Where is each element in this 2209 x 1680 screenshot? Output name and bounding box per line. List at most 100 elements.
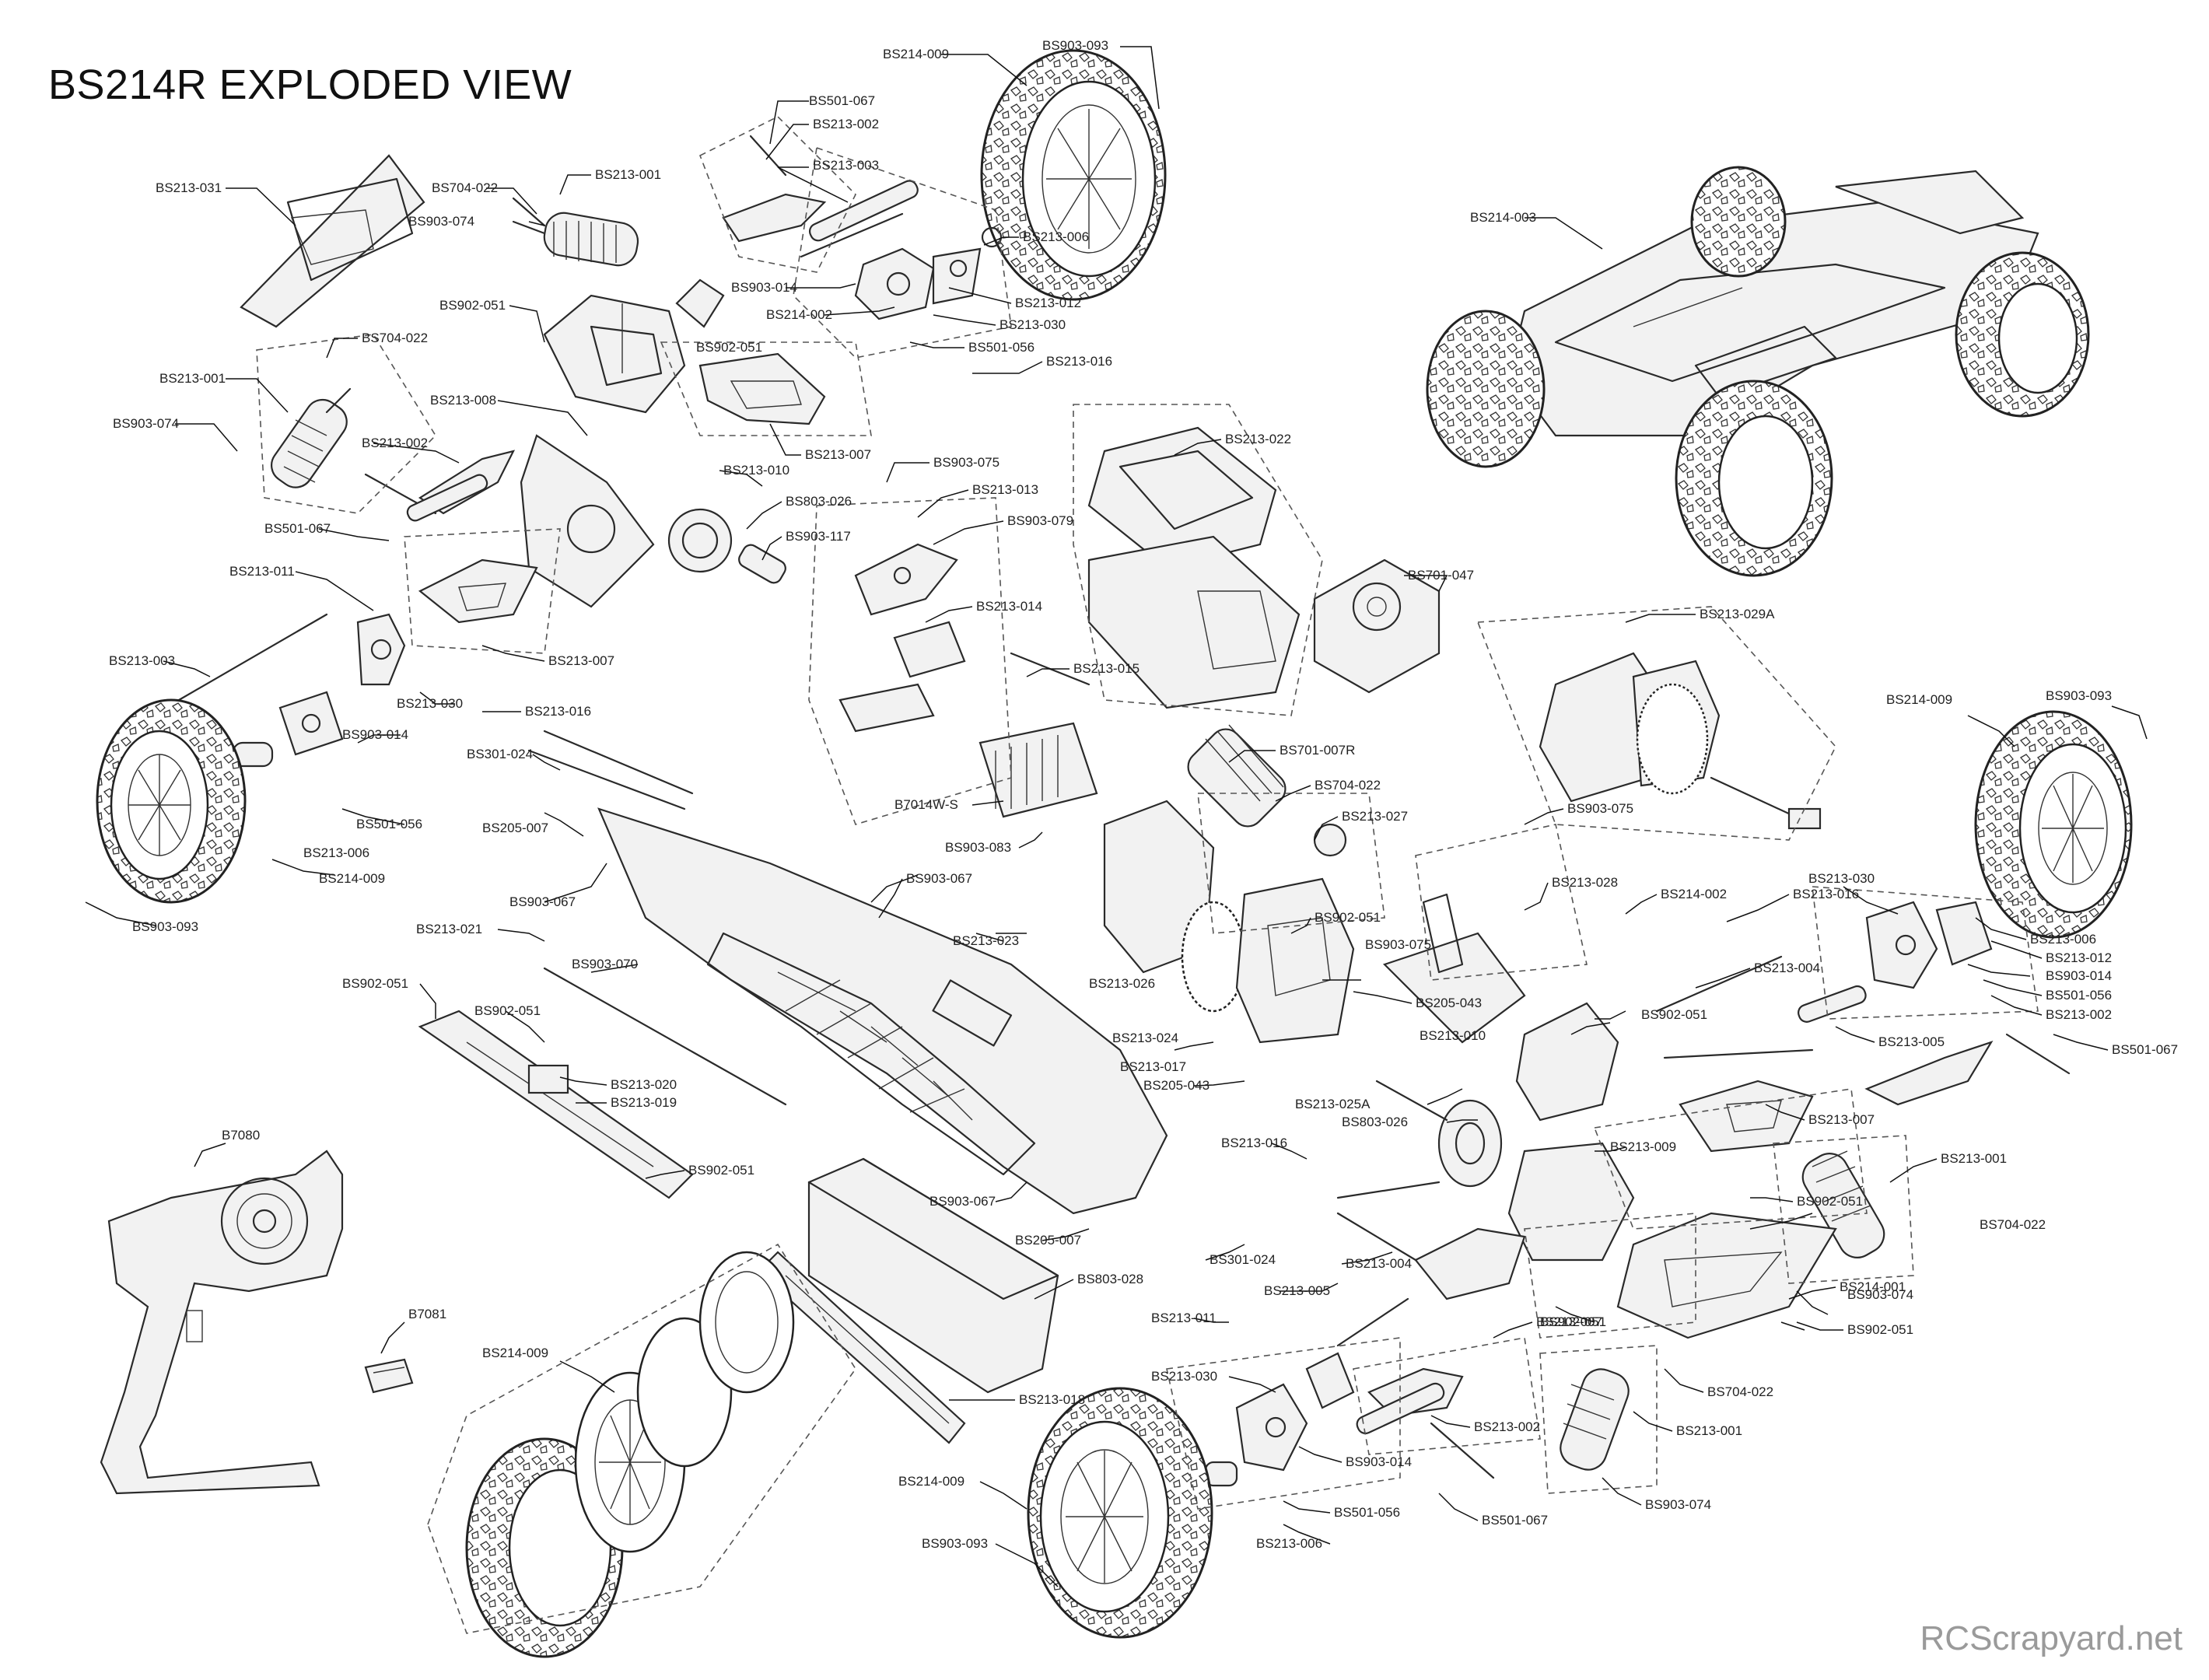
part-label: BS213-005 [1264,1283,1330,1298]
part-label: BS902-051 [1797,1194,1863,1209]
part-label: BS803-026 [786,494,852,509]
part-label: BS213-012 [1015,296,1081,310]
part-label: BS903-075 [1365,937,1431,952]
part-label: BS903-067 [906,871,972,886]
part-label: BS213-007 [548,653,614,668]
part-label: BS902-051 [439,298,506,313]
part-label: BS903-093 [2046,688,2112,703]
part-label: BS213-002 [813,117,879,131]
part-label: BS704-022 [362,331,428,345]
part-label: BS213-019 [611,1095,677,1110]
motor [1187,724,1347,857]
leader-lines [85,46,2148,1587]
part-label: BS501-067 [809,93,875,108]
part-label: BS903-074 [1847,1287,1913,1302]
part-labels: BS214-009 BS903-093 BS501-067 BS213-002 … [109,38,2178,1551]
part-label: BS501-056 [2046,988,2112,1003]
part-label: BS213-016 [1046,354,1112,369]
part-label: BS205-043 [1416,996,1482,1010]
part-label: BS213-018 [1019,1392,1085,1407]
part-label: BS903-093 [132,919,198,934]
part-label: BS213-005 [1878,1034,1945,1049]
part-label: BS902-051 [1641,1007,1707,1022]
part-label: BS213-029A [1700,607,1775,621]
part-label: BS903-014 [731,280,797,295]
part-label: BS213-007 [1536,1314,1602,1329]
part-label: BS903-067 [929,1194,996,1209]
bottom-shock [1560,1368,1630,1471]
left-upper-arm [364,450,516,522]
part-label: BS214-002 [766,307,832,322]
part-label: BS213-002 [1474,1419,1540,1434]
part-label: BS213-030 [397,696,463,711]
part-label: BS205-007 [1015,1233,1081,1248]
front-lower-arm-a [698,352,826,425]
part-label: BS213-011 [229,564,295,579]
part-label: BS902-051 [342,976,408,991]
part-label: BS214-001 [1840,1279,1906,1294]
part-label: BS213-030 [1808,871,1875,886]
part-label: BS213-003 [813,158,879,173]
part-label: BS205-043 [1143,1078,1210,1093]
part-label: BS803-028 [1077,1272,1143,1286]
part-label: BS214-009 [319,871,385,886]
part-label: BS903-093 [1042,38,1108,53]
part-label: BS213-030 [999,317,1066,332]
part-label: BS214-009 [482,1346,548,1360]
rear-upper-arm-right [1864,1033,2071,1106]
receiver-box [1087,426,1301,709]
part-label: BS701-007R [1280,743,1355,758]
part-label: BS903-075 [933,455,999,470]
part-label: BS903-014 [1346,1454,1412,1469]
front-bumper [240,154,425,328]
page-title: BS214R EXPLODED VIEW [48,61,572,108]
part-label: BS903-074 [1645,1497,1711,1512]
part-label: BS903-075 [1567,801,1633,816]
part-label: B7080 [222,1128,260,1143]
part-label: BS903-083 [945,840,1011,855]
spur-gear-cover [1103,800,1355,1044]
part-label: BS704-022 [1707,1384,1773,1399]
part-label: BS213-027 [1342,809,1408,824]
part-label: BS701-047 [1408,568,1474,583]
part-label: BS213-002 [2046,1007,2112,1022]
part-label: BS704-022 [432,180,498,195]
part-label: BS214-003 [1470,210,1536,225]
rear-brace [1382,893,1526,1044]
part-label: BS903-074 [408,214,474,229]
part-label: BS213-025A [1295,1097,1371,1111]
chassis [597,807,1168,1215]
part-label: BS213-001 [1941,1151,2007,1166]
part-label: BS301-024 [467,747,533,761]
rear-lower-arm-bottom [1336,1212,1526,1300]
part-label: BS214-002 [1661,887,1727,901]
part-label: BS214-009 [898,1474,964,1489]
part-label: BS213-008 [430,393,496,408]
part-label: BS214-009 [1886,692,1952,707]
part-label: BS902-051 [696,340,762,355]
part-label: BS214-009 [883,47,949,61]
part-label: BS213-001 [595,167,661,182]
transmitter [100,1150,344,1495]
part-label: BS903-070 [572,957,638,971]
part-label: BS213-020 [611,1077,677,1092]
part-label: BS213-006 [1023,229,1089,244]
part-label: BS903-074 [113,416,179,431]
assembled-truck [1426,166,2090,577]
part-label: BS213-001 [159,371,226,386]
part-label: BS213-014 [976,599,1042,614]
part-label: BS213-012 [2046,950,2112,965]
rear-bulkhead [1336,1002,1635,1262]
part-label: BS213-026 [1089,976,1155,991]
battery [807,1157,1059,1394]
part-label: BS803-026 [1342,1115,1408,1129]
part-label: BS213-009 [1610,1139,1676,1154]
part-label: BS213-011 [1151,1311,1217,1325]
group-outlines [256,116,2039,1634]
wheel-right-rear [1974,710,2133,939]
brace-rod [527,730,787,1106]
part-label: BS213-028 [1552,875,1618,890]
front-shock-top [512,197,639,267]
front-knuckle-top [854,226,1003,320]
rear-bumper [1616,1212,1837,1339]
